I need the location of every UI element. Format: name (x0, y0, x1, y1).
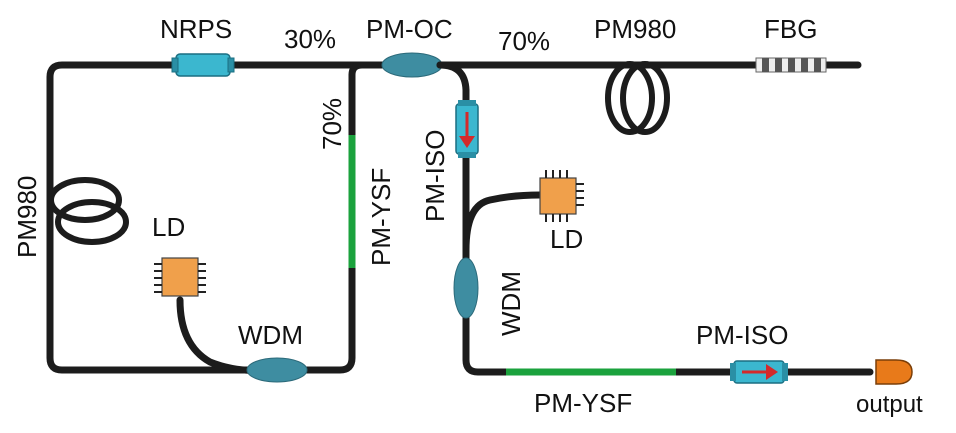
wdm-vertical-label: WDM (496, 271, 526, 336)
pm-iso-vertical-label: PM-ISO (420, 130, 450, 222)
ratio-70-top-label: 70% (498, 26, 550, 56)
pm-iso-bottom-label: PM-ISO (696, 320, 788, 350)
pm980-top-label: PM980 (594, 14, 676, 44)
pm-oc-label: PM-OC (366, 14, 453, 44)
ld-left-label: LD (152, 212, 185, 242)
ring-to-coupler-fiber (348, 61, 394, 79)
ratio-70-vertical-label: 70% (317, 98, 347, 150)
left-ring-fiber (46, 61, 388, 374)
output-port (875, 359, 913, 385)
wdm-bottom-coupler (246, 357, 308, 383)
ratio-30-label: 30% (284, 24, 336, 54)
nrps-component (171, 53, 235, 77)
pm-iso-vertical-component (455, 100, 479, 158)
pm-ysf-bottom-label: PM-YSF (534, 388, 632, 418)
fbg-grating (755, 57, 827, 73)
pm980-coil-left (48, 177, 129, 245)
pm980-left-label: PM980 (12, 176, 42, 258)
output-label: output (856, 391, 923, 418)
ld-left-lead-fiber (176, 296, 266, 374)
ld-right-lead-fiber (462, 191, 544, 254)
pm-ysf-vertical-label: PM-YSF (366, 168, 396, 266)
pm-iso-bottom-component (730, 360, 788, 384)
ld-left-chip (154, 257, 206, 297)
wdm-bottom-label: WDM (238, 320, 303, 350)
amplifier-branch-fiber (436, 61, 874, 376)
fbg-label: FBG (764, 14, 817, 44)
ld-right-label: LD (550, 224, 583, 254)
pm980-coil-top (605, 61, 670, 135)
nrps-label: NRPS (160, 14, 232, 44)
wdm-vertical-coupler (453, 257, 479, 319)
pm-oc-coupler (381, 52, 443, 78)
ld-right-chip (539, 170, 584, 222)
